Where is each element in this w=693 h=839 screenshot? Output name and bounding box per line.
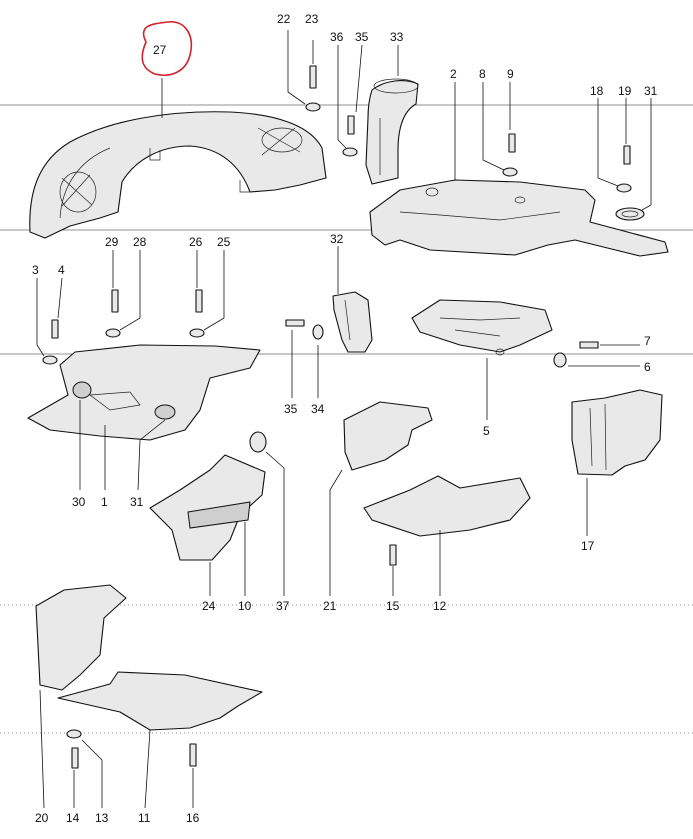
callout-36: 36 [330,30,344,44]
part-20-left-flap [35,584,127,691]
callout-19: 19 [618,84,632,98]
callout-28: 28 [133,235,147,249]
callout-35b: 35 [284,402,298,416]
callout-25: 25 [217,235,231,249]
callout-21: 21 [323,599,337,613]
callout-24: 24 [202,599,216,613]
callout-29: 29 [105,235,119,249]
callout-5: 5 [483,424,490,438]
callout-15: 15 [386,599,400,613]
callout-10: 10 [238,599,252,613]
part-33-air-duct-elbow [365,78,419,185]
fasteners [42,65,632,769]
callout-9: 9 [507,67,514,81]
callout-1: 1 [101,495,108,509]
callout-18: 18 [590,84,604,98]
callout-6: 6 [644,360,651,374]
callout-34: 34 [311,402,325,416]
leader-lines [36,30,652,809]
callout-22: 22 [277,12,291,26]
part-24-heater-box [149,454,266,561]
callout-13: 13 [95,811,109,825]
callout-23: 23 [305,12,319,26]
callout-31b: 31 [130,495,144,509]
callout-35: 35 [355,30,369,44]
callout-31: 31 [644,84,658,98]
part-37-grommet [249,431,267,453]
part-12-lower-guard [363,475,531,537]
part-21-bent-cover [343,401,433,471]
callout-26: 26 [189,235,203,249]
callout-2: 2 [450,67,457,81]
callout-20: 20 [35,811,49,825]
part-1-lower-plate [27,344,261,441]
callout-33: 33 [390,30,404,44]
callout-12: 12 [433,599,447,613]
part-27-cooling-cover [29,111,327,239]
callout-30: 30 [72,495,86,509]
part-17-side-panel [571,389,663,476]
part-11-bottom-tray [57,671,263,731]
part-32-bracket [332,291,373,353]
highlight-circle [141,21,192,76]
callout-14: 14 [66,811,80,825]
callout-7: 7 [644,334,651,348]
callout-8: 8 [479,67,486,81]
callout-27: 27 [153,43,167,57]
callout-37: 37 [276,599,290,613]
callout-32: 32 [330,232,344,246]
part-2-upper-air-channel [369,179,669,257]
callout-16: 16 [186,811,200,825]
callout-numbers: 27 22 23 36 35 33 2 8 9 18 19 31 29 28 2… [32,12,658,825]
callout-11: 11 [138,811,151,825]
callout-4: 4 [58,263,65,277]
callout-3: 3 [32,263,39,277]
callout-17: 17 [581,539,595,553]
part-31-sealing-ring [615,207,645,221]
part-5-heater-plate [411,299,553,356]
